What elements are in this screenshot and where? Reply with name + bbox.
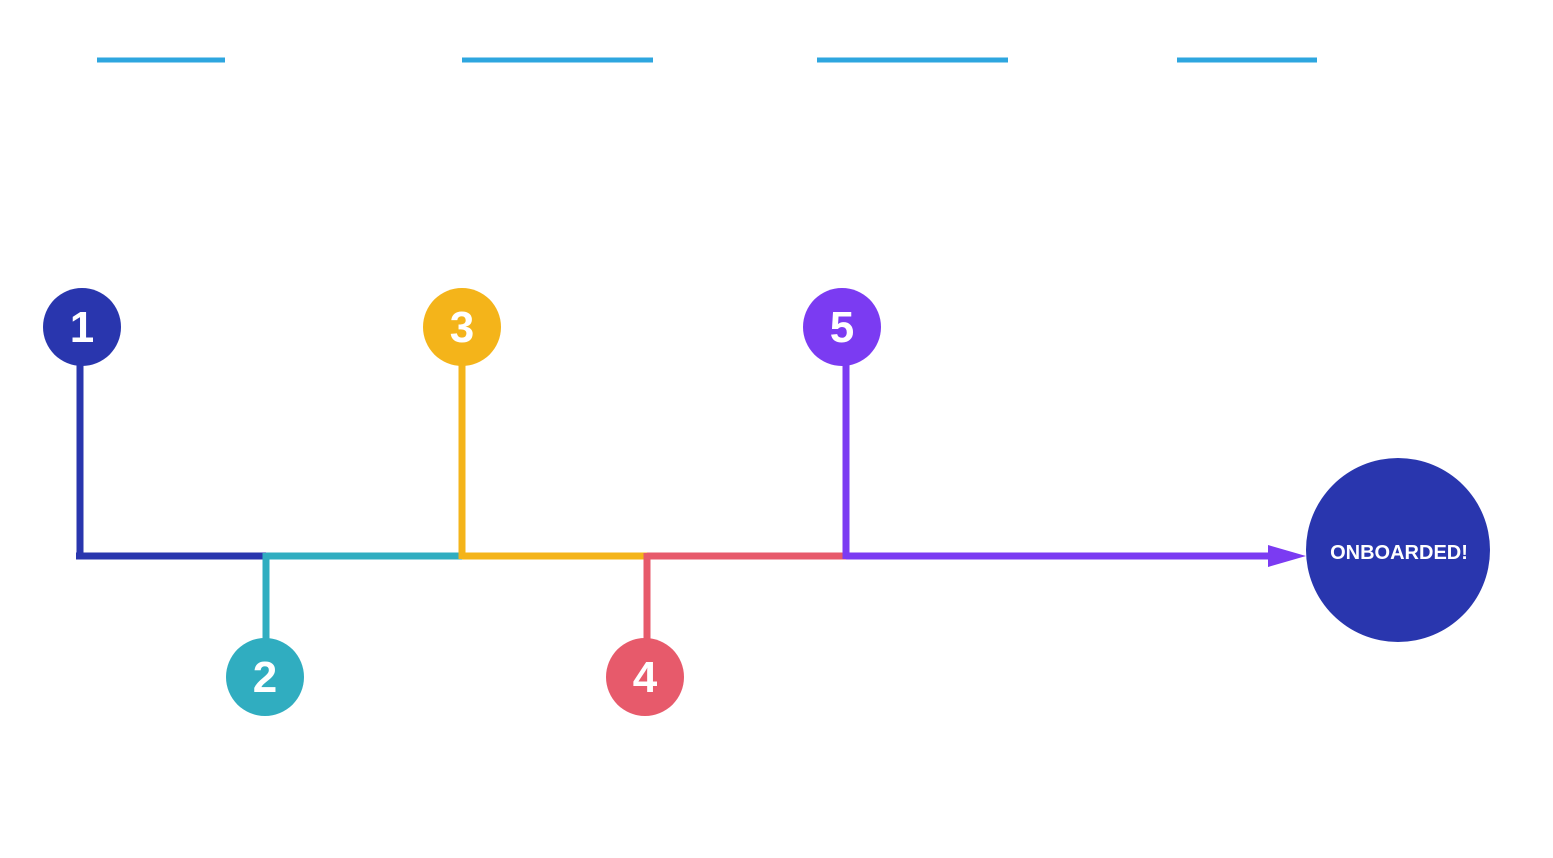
step-marker-5: 5: [803, 288, 881, 366]
step-number-1: 1: [70, 303, 94, 352]
step-circle-1: [43, 288, 121, 366]
step-circle-5: [803, 288, 881, 366]
step-number-3: 3: [450, 303, 474, 352]
step-circle-2: [226, 638, 304, 716]
step-marker-2: 2: [226, 638, 304, 716]
step-number-4: 4: [633, 653, 658, 702]
goal-label: ONBOARDED!: [1330, 542, 1468, 564]
goal-circle: [1306, 458, 1490, 642]
step-circle-4: [606, 638, 684, 716]
arrow-right-icon: [1268, 545, 1306, 567]
step-marker-3: 3: [423, 288, 501, 366]
goal-marker: ONBOARDED!: [1306, 458, 1490, 642]
timeline-stems: [76, 360, 850, 640]
step-marker-1: 1: [43, 288, 121, 366]
timeline-track: [76, 545, 1306, 567]
step-number-5: 5: [830, 303, 854, 352]
step-markers: 1 2 3 4 5: [43, 288, 881, 716]
step-circle-3: [423, 288, 501, 366]
step-marker-4: 4: [606, 638, 684, 716]
step-number-2: 2: [253, 653, 277, 702]
